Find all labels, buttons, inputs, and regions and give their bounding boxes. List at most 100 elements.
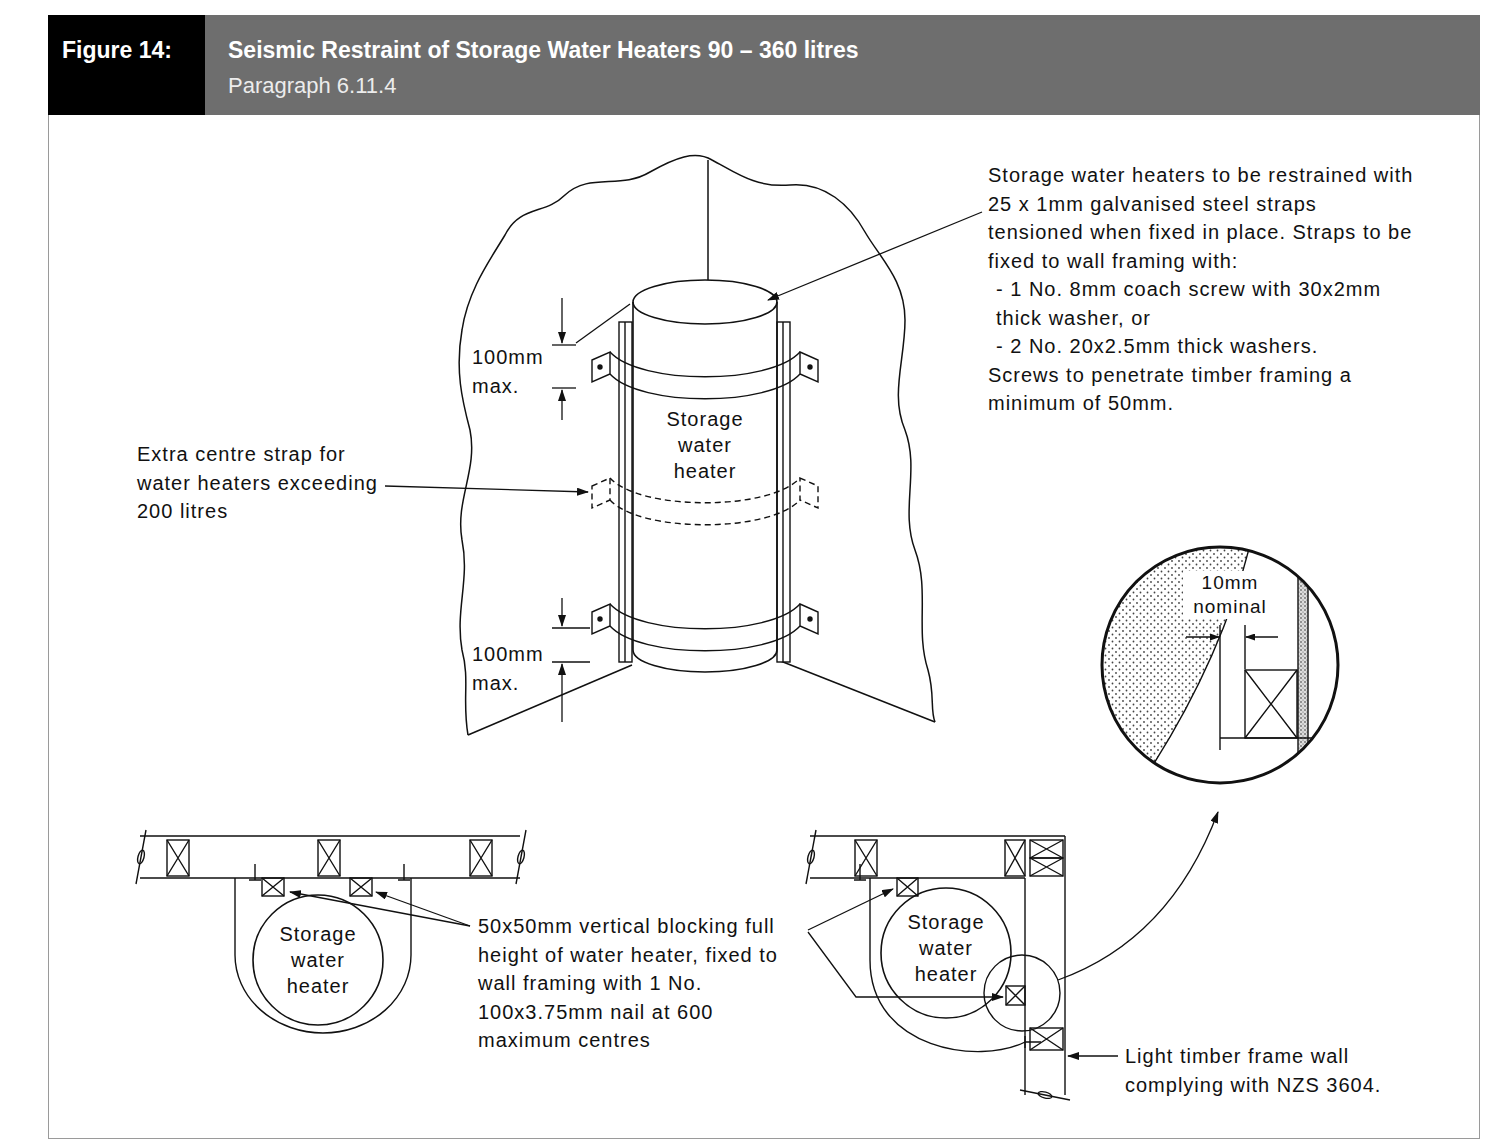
plan-corner-framing bbox=[806, 830, 1070, 1100]
heater-label: Storage water heater bbox=[655, 406, 755, 484]
dimension-line bbox=[552, 387, 576, 388]
penetration-note: Screws to penetrate timber framing a min… bbox=[988, 361, 1418, 418]
figure-number: Figure 14: bbox=[62, 36, 172, 64]
figure-frame bbox=[49, 16, 1480, 1139]
callout-note: Storage water heaters to be restrained w… bbox=[988, 161, 1418, 418]
heater-label: Storage water heater bbox=[896, 909, 996, 987]
plan-corner-framing bbox=[1005, 840, 1025, 876]
leader-line bbox=[1058, 812, 1218, 980]
plan-wall-framing bbox=[262, 878, 284, 896]
plan-corner-framing bbox=[1006, 986, 1025, 1005]
plan-wall-framing bbox=[136, 849, 145, 864]
steel-strap bbox=[592, 352, 610, 382]
wall-sketch bbox=[778, 660, 935, 722]
water-heater-cylinder bbox=[633, 280, 777, 324]
plan-wall-framing bbox=[350, 878, 372, 896]
steel-strap bbox=[598, 365, 602, 369]
leader-line bbox=[376, 892, 470, 926]
plan-corner-framing bbox=[1030, 858, 1063, 876]
water-heater-plan: Storage water heater bbox=[880, 887, 1012, 1019]
dimension-line bbox=[576, 304, 630, 343]
steel-strap bbox=[800, 352, 818, 382]
steel-strap bbox=[610, 374, 800, 399]
plan-corner-framing bbox=[1025, 836, 1065, 1095]
steel-strap bbox=[808, 617, 812, 621]
plan-corner-framing bbox=[854, 864, 866, 880]
dimension-line bbox=[552, 661, 590, 662]
plan-corner-framing bbox=[1025, 1036, 1041, 1048]
centre-strap-dashed bbox=[592, 478, 818, 525]
wall-sketch bbox=[459, 156, 935, 735]
blocking-note: 50x50mm vertical blocking full height of… bbox=[478, 912, 803, 1055]
fixing-option: - 1 No. 8mm coach screw with 30x2mm thic… bbox=[988, 275, 1418, 332]
steel-strap bbox=[592, 352, 818, 651]
plan-wall-framing bbox=[136, 830, 526, 1033]
dimension-line bbox=[561, 664, 562, 722]
water-heater-plan: Storage water heater bbox=[252, 894, 384, 1026]
plan-corner-framing bbox=[855, 840, 877, 876]
dimension-line bbox=[561, 598, 562, 626]
leader-line bbox=[768, 212, 982, 300]
detail-circle bbox=[1245, 670, 1297, 738]
figure-frame bbox=[48, 15, 205, 115]
plan-wall-framing bbox=[470, 840, 492, 876]
detail-circle: 10mm nominal bbox=[1100, 545, 1340, 785]
plan-wall-framing bbox=[235, 878, 411, 1033]
centre-strap-dashed bbox=[592, 478, 610, 508]
detail-circle bbox=[1220, 737, 1340, 738]
plan-corner-framing bbox=[810, 836, 1065, 878]
vertical-blocking bbox=[619, 322, 632, 662]
steel-strap bbox=[592, 604, 610, 634]
detail-circle bbox=[1246, 636, 1278, 637]
plan-wall-framing bbox=[516, 849, 525, 864]
plan-corner-framing bbox=[1037, 1090, 1052, 1099]
figure-frame bbox=[48, 15, 1480, 115]
plan-corner-framing bbox=[1030, 840, 1063, 858]
plan-corner-framing bbox=[897, 878, 918, 896]
centre-strap-dashed bbox=[800, 478, 818, 508]
plan-wall-framing bbox=[398, 864, 410, 880]
plan-corner-framing bbox=[1030, 1028, 1063, 1050]
steel-strap bbox=[610, 604, 800, 629]
plan-wall-framing bbox=[262, 878, 284, 896]
strap-note: Storage water heaters to be restrained w… bbox=[988, 161, 1418, 275]
plan-wall-framing bbox=[167, 840, 189, 876]
dimension-line bbox=[552, 344, 576, 345]
detail-circle bbox=[1219, 625, 1220, 750]
detail-circle bbox=[1245, 670, 1297, 738]
leader-line bbox=[385, 486, 588, 492]
plan-corner-framing bbox=[1030, 1028, 1063, 1050]
vertical-blocking bbox=[782, 322, 783, 662]
plan-corner-framing bbox=[806, 830, 816, 884]
dimension-line bbox=[561, 298, 562, 343]
steel-strap bbox=[800, 604, 818, 634]
plan-wall-framing bbox=[318, 840, 340, 876]
steel-strap bbox=[808, 365, 812, 369]
plan-corner-framing bbox=[1005, 840, 1025, 876]
heater-label: Storage water heater bbox=[268, 921, 368, 999]
plan-corner-framing bbox=[806, 849, 815, 864]
centre-strap-dashed bbox=[610, 500, 800, 525]
figure-title: Seismic Restraint of Storage Water Heate… bbox=[228, 36, 859, 64]
water-heater-plan bbox=[881, 888, 1011, 1018]
leader-line bbox=[290, 892, 470, 926]
steel-strap bbox=[610, 626, 800, 651]
vertical-blocking bbox=[624, 322, 625, 662]
steel-strap bbox=[610, 352, 800, 377]
plan-wall-framing bbox=[136, 830, 526, 884]
plan-corner-framing bbox=[897, 878, 918, 896]
steel-strap bbox=[598, 617, 602, 621]
dimension-line bbox=[552, 298, 630, 722]
water-heater-cylinder bbox=[633, 302, 777, 672]
water-heater-cylinder: Storage water heater bbox=[632, 278, 778, 678]
water-heater-cylinder bbox=[633, 280, 777, 672]
centre-strap-note: Extra centre strap for water heaters exc… bbox=[137, 440, 387, 526]
dimension-label: 100mm max. bbox=[472, 640, 562, 697]
plan-wall-framing bbox=[167, 840, 189, 876]
fixing-option: - 2 No. 20x2.5mm thick washers. bbox=[988, 332, 1418, 361]
paragraph-reference: Paragraph 6.11.4 bbox=[228, 72, 396, 100]
plan-wall-framing bbox=[140, 836, 520, 878]
plan-wall-framing bbox=[318, 840, 340, 876]
plan-corner-framing bbox=[1030, 840, 1063, 858]
